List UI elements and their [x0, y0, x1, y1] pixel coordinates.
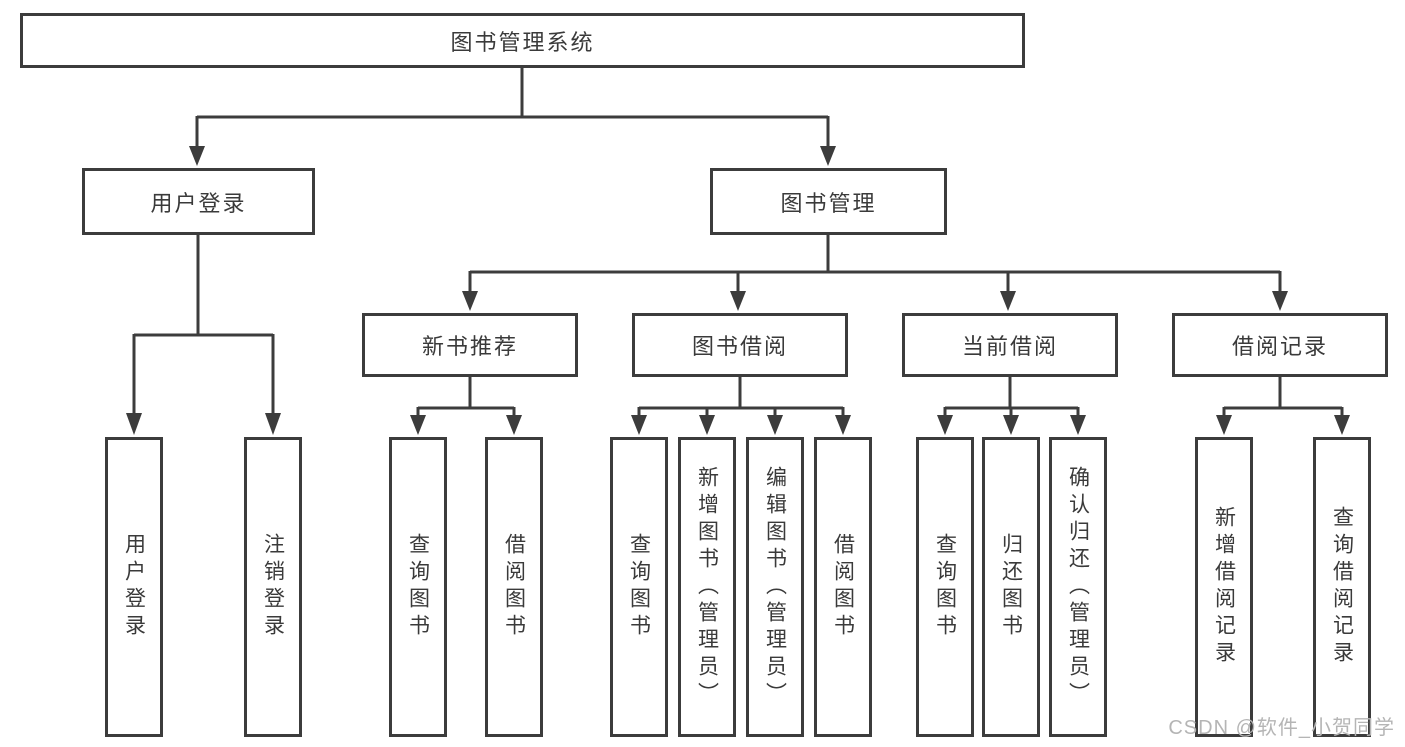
node-label: 查询图书	[627, 533, 651, 641]
node-label: 新增借阅记录	[1212, 506, 1236, 668]
node-book-borrowing: 图书借阅	[632, 313, 848, 377]
arrowhead-icon	[265, 413, 281, 435]
node-label: 新增图书（管理员）	[695, 465, 719, 709]
node-label: 查询图书	[406, 533, 430, 641]
leaf-logout: 注销登录	[244, 437, 302, 737]
node-label: 借阅记录	[1231, 334, 1328, 359]
arrowhead-icon	[730, 291, 746, 311]
node-library-management-system: 图书管理系统	[20, 13, 1025, 68]
leaf-query-books: 查询图书	[916, 437, 974, 737]
node-new-book-recommendation: 新书推荐	[362, 313, 578, 377]
arrowhead-icon	[1216, 415, 1232, 435]
node-label: 编辑图书（管理员）	[763, 465, 787, 709]
leaf-borrow-books: 借阅图书	[485, 437, 543, 737]
leaf-query-books: 查询图书	[389, 437, 447, 737]
csdn-watermark: CSDN @软件_小贺同学	[1168, 717, 1395, 739]
node-label: 当前借阅	[961, 334, 1058, 359]
arrowhead-icon	[462, 291, 478, 311]
node-label: 图书管理系统	[450, 29, 595, 55]
arrowhead-icon	[189, 146, 205, 166]
leaf-add-book-admin: 新增图书（管理员）	[678, 437, 736, 737]
node-label: 借阅图书	[502, 533, 526, 641]
leaf-query-books: 查询图书	[610, 437, 668, 737]
leaf-confirm-return-admin: 确认归还（管理员）	[1049, 437, 1107, 737]
node-label: 新书推荐	[421, 334, 518, 359]
arrowhead-icon	[1272, 291, 1288, 311]
arrowhead-icon	[1000, 291, 1016, 311]
node-label: 注销登录	[261, 533, 285, 641]
arrowhead-icon	[506, 415, 522, 435]
leaf-borrow-books: 借阅图书	[814, 437, 872, 737]
node-borrowing-records: 借阅记录	[1172, 313, 1388, 377]
arrowhead-icon	[699, 415, 715, 435]
leaf-query-borrow-record: 查询借阅记录	[1313, 437, 1371, 737]
node-label: 归还图书	[999, 533, 1023, 641]
node-label: 用户登录	[122, 533, 146, 641]
node-label: 确认归还（管理员）	[1066, 465, 1090, 709]
node-label: 借阅图书	[831, 533, 855, 641]
node-label: 用户登录	[150, 190, 247, 216]
node-label: 图书管理	[780, 190, 877, 216]
leaf-edit-book-admin: 编辑图书（管理员）	[746, 437, 804, 737]
arrowhead-icon	[820, 146, 836, 166]
arrowhead-icon	[1070, 415, 1086, 435]
leaf-add-borrow-record: 新增借阅记录	[1195, 437, 1253, 737]
arrowhead-icon	[937, 415, 953, 435]
node-book-management: 图书管理	[710, 168, 947, 235]
node-label: 查询图书	[933, 533, 957, 641]
arrowhead-icon	[1003, 415, 1019, 435]
arrowhead-icon	[1334, 415, 1350, 435]
node-current-borrowing: 当前借阅	[902, 313, 1118, 377]
node-user-login: 用户登录	[82, 168, 315, 235]
leaf-user-login: 用户登录	[105, 437, 163, 737]
arrowhead-icon	[410, 415, 426, 435]
node-label: 查询借阅记录	[1330, 506, 1354, 668]
arrowhead-icon	[835, 415, 851, 435]
arrowhead-icon	[126, 413, 142, 435]
arrowhead-icon	[631, 415, 647, 435]
node-label: 图书借阅	[691, 334, 788, 359]
arrowhead-icon	[767, 415, 783, 435]
leaf-return-books: 归还图书	[982, 437, 1040, 737]
